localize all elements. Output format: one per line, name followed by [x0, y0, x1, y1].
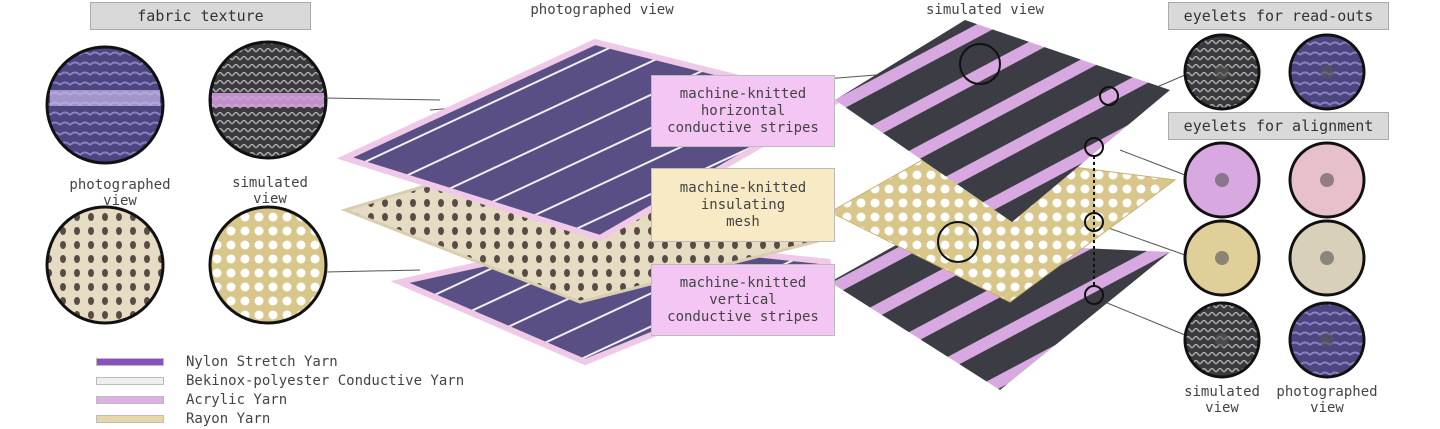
- eyelet-markers: [937, 43, 1119, 305]
- eyelets-alignment-header: eyelets for alignment: [1168, 112, 1389, 140]
- legend-label: Nylon Stretch Yarn: [186, 353, 338, 370]
- legend-item-nylon: Nylon Stretch Yarn: [96, 352, 464, 371]
- yarn-legend: Nylon Stretch Yarn Bekinox-polyester Con…: [96, 352, 464, 428]
- texture-circle-simulated-mesh: [208, 205, 328, 325]
- caption-line: photographed: [1276, 384, 1378, 400]
- legend-swatch: [96, 414, 164, 423]
- caption-line: view: [1205, 400, 1239, 416]
- label-line: conductive stripes: [667, 119, 819, 136]
- simulated-view-title: simulated view: [925, 2, 1044, 18]
- label-line: machine-knitted: [679, 85, 807, 102]
- label-line: mesh: [726, 213, 760, 230]
- legend-item-acrylic: Acrylic Yarn: [96, 390, 464, 409]
- legend-swatch: [96, 376, 164, 385]
- caption-line: simulated: [1184, 384, 1260, 400]
- legend-swatch: [96, 395, 164, 404]
- label-line: horizontal: [700, 102, 786, 119]
- caption-line: view: [103, 193, 137, 209]
- fabric-texture-header: fabric texture: [90, 2, 311, 30]
- caption-line: photographed: [69, 177, 171, 193]
- label-line: conductive stripes: [667, 308, 819, 325]
- left-simulated-caption: simulated view: [200, 175, 340, 207]
- texture-circle-simulated-stripes: [208, 40, 328, 160]
- right-simulated-caption: simulated view: [1162, 384, 1282, 416]
- legend-swatch: [96, 357, 164, 366]
- caption-line: simulated: [232, 175, 308, 191]
- legend-item-rayon: Rayon Yarn: [96, 409, 464, 428]
- label-line: machine-knitted: [679, 179, 807, 196]
- caption-line: view: [253, 191, 287, 207]
- caption-line: view: [1310, 400, 1344, 416]
- left-photographed-caption: photographed view: [50, 177, 190, 209]
- texture-circle-photographed-mesh: [45, 205, 165, 325]
- eyelets-readouts-header: eyelets for read-outs: [1168, 2, 1389, 30]
- legend-label: Bekinox-polyester Conductive Yarn: [186, 372, 465, 389]
- right-photographed-caption: photographed view: [1267, 384, 1387, 416]
- label-line: insulating: [700, 196, 786, 213]
- sim-layer-horizontal-stripes: [835, 20, 1170, 222]
- label-line: vertical: [709, 291, 777, 308]
- label-line: machine-knitted: [679, 274, 807, 291]
- legend-label: Acrylic Yarn: [186, 391, 288, 408]
- texture-circle-photographed-stripes: [45, 45, 165, 165]
- sim-layer-mesh: [828, 149, 1177, 303]
- legend-item-bekinox: Bekinox-polyester Conductive Yarn: [96, 371, 464, 390]
- sim-layer-vertical-stripes: [830, 240, 1170, 390]
- legend-label: Rayon Yarn: [186, 410, 271, 427]
- photographed-view-title: photographed view: [530, 2, 674, 18]
